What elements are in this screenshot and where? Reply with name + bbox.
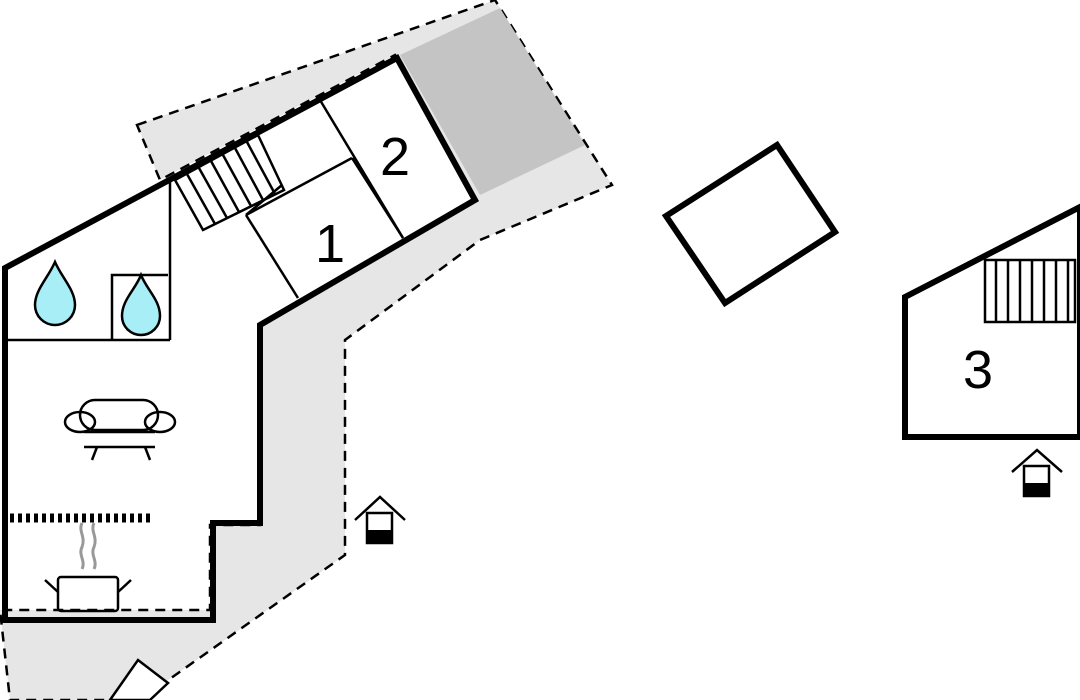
water-drop-icon bbox=[120, 271, 162, 337]
room-label-1: 1 bbox=[315, 214, 345, 274]
stairs-icon bbox=[173, 133, 286, 232]
room-label-3: 3 bbox=[963, 340, 993, 400]
sofa-icon bbox=[63, 398, 177, 461]
triangle-marker bbox=[108, 658, 170, 700]
room-label-2: 2 bbox=[380, 127, 410, 187]
stairs-icon bbox=[983, 258, 1077, 324]
water-drop-icon bbox=[33, 258, 77, 327]
entrance-icon bbox=[354, 495, 406, 545]
cooking-pot-icon bbox=[44, 522, 132, 613]
annex-house-walls bbox=[902, 203, 1080, 440]
interior-walls bbox=[5, 99, 405, 342]
shed-outline bbox=[661, 140, 840, 308]
entrance-icon bbox=[1011, 448, 1063, 498]
main-house-walls bbox=[2, 53, 480, 623]
carport-area bbox=[400, 8, 585, 195]
terrace-area bbox=[0, 0, 614, 700]
